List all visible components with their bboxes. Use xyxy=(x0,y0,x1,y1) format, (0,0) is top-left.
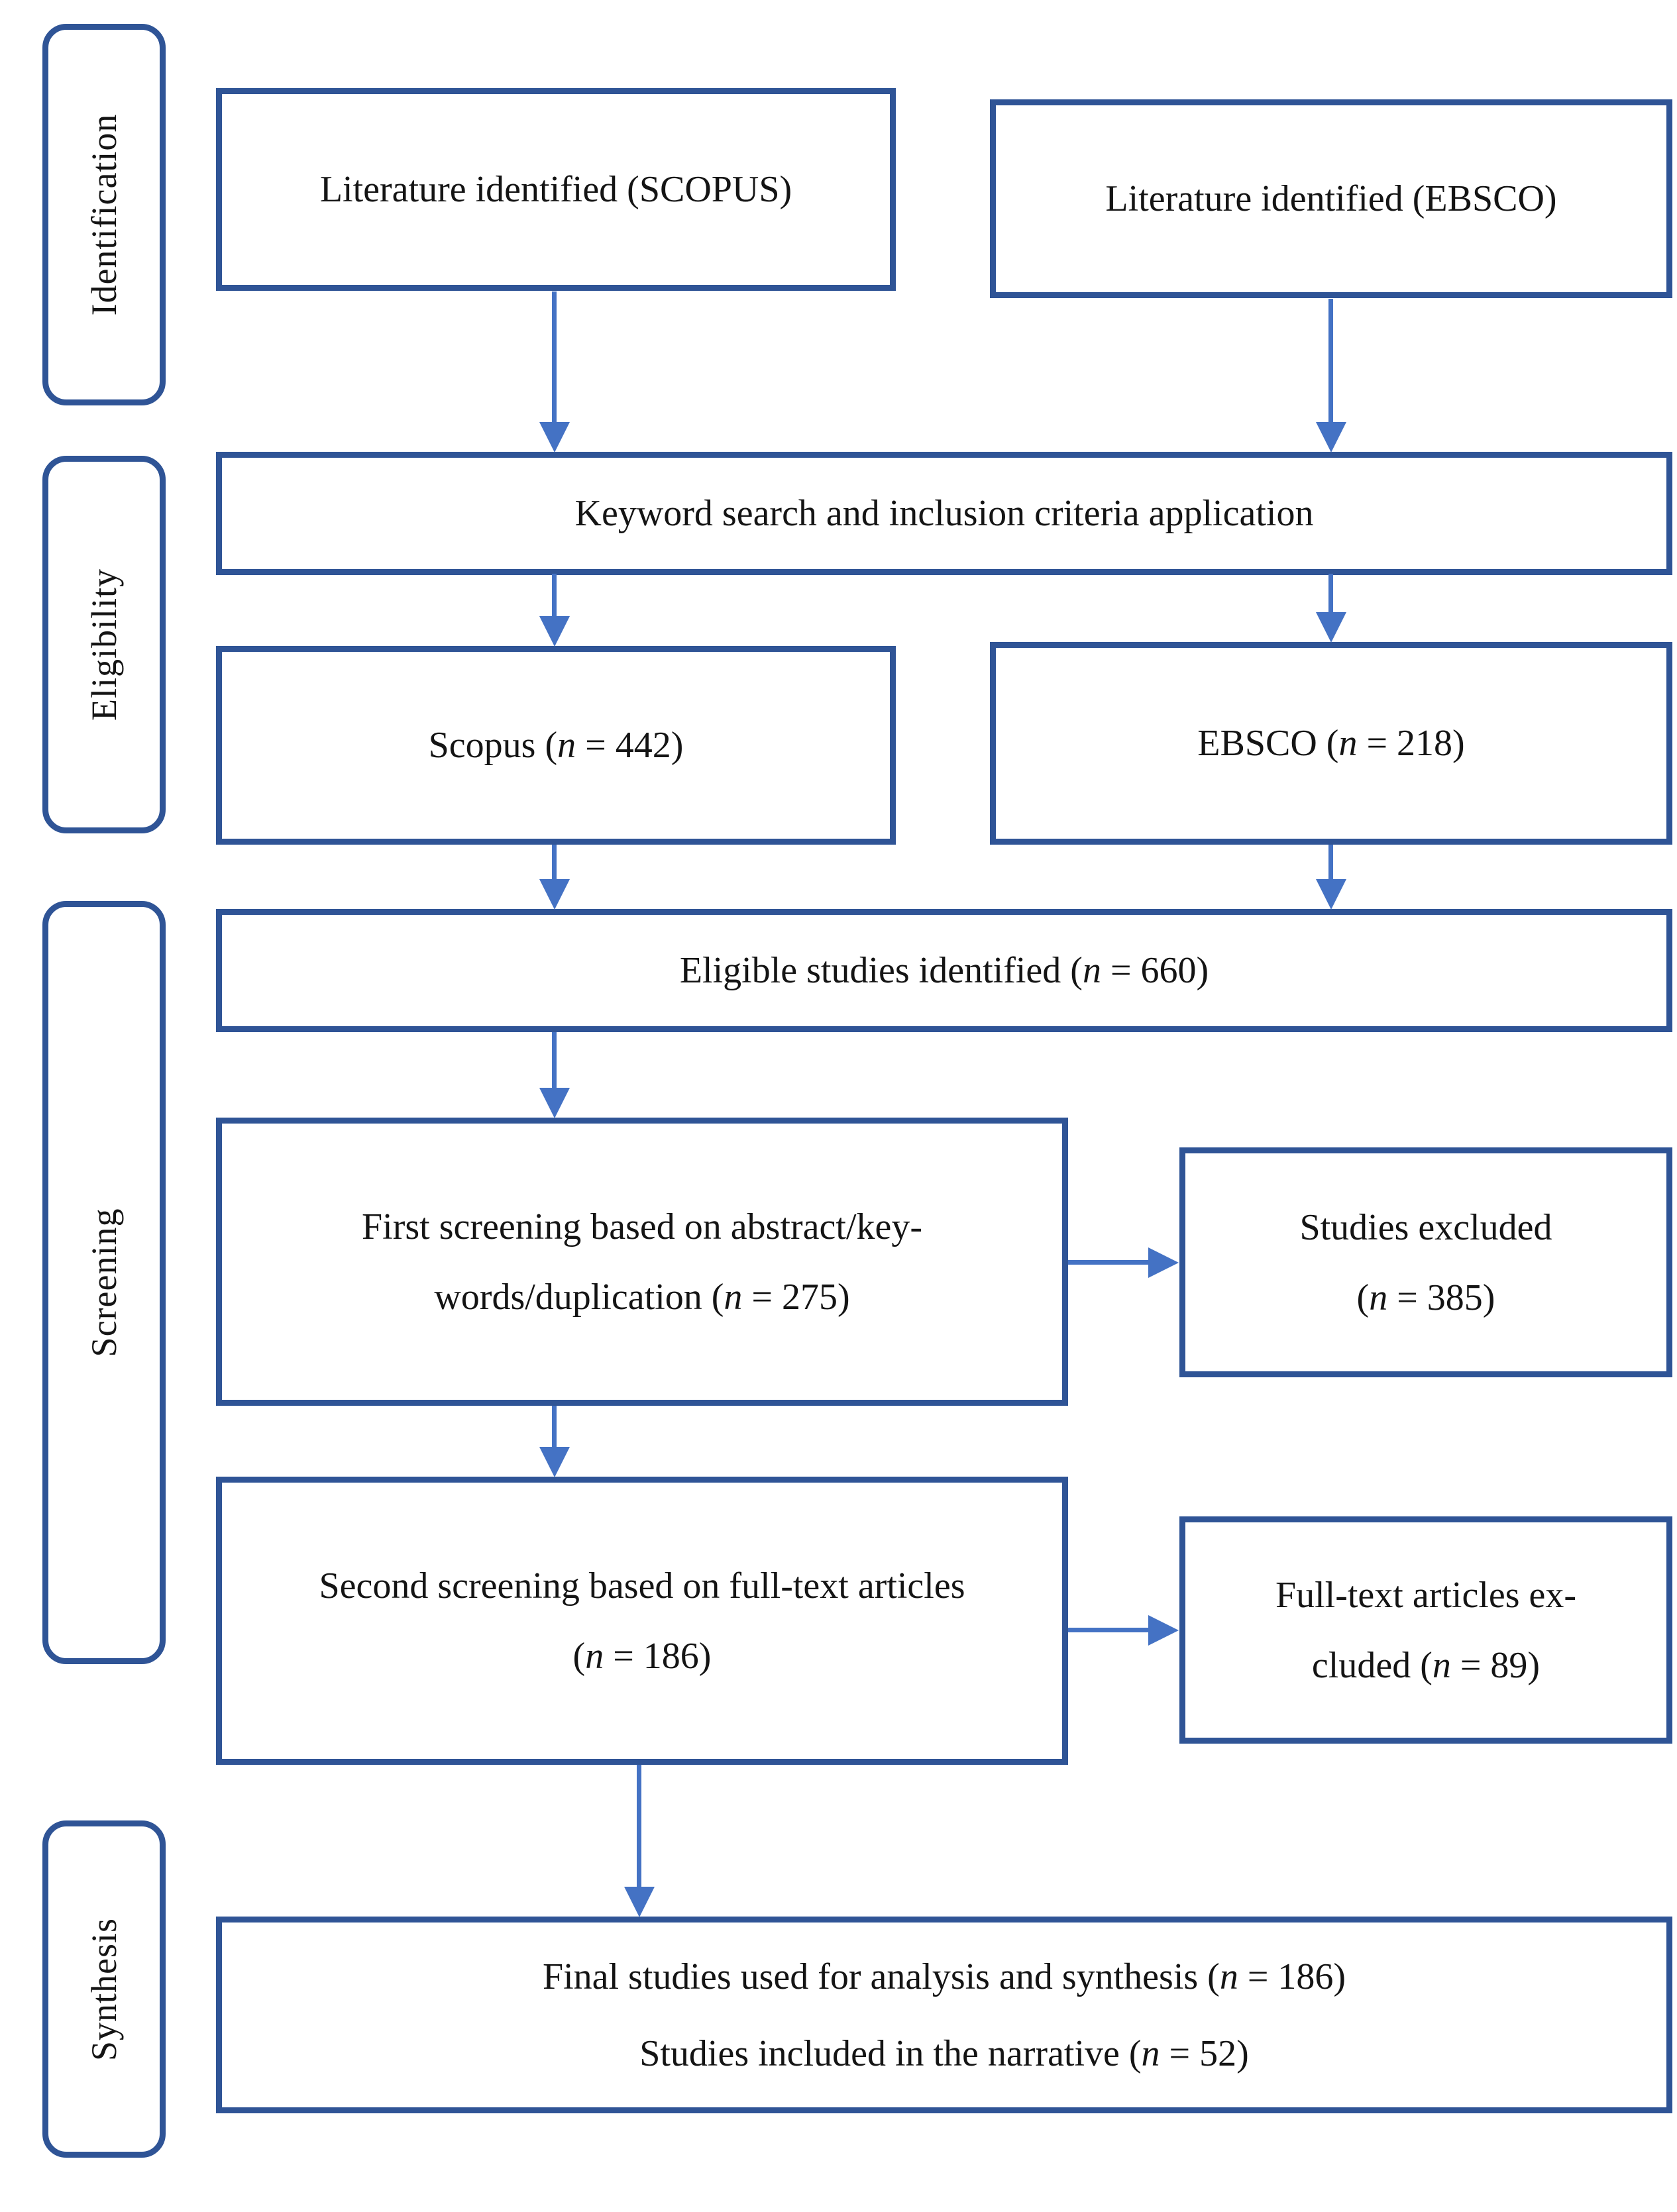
box-final-synthesis-line2: Studies included in the narrative (n = 5… xyxy=(639,2032,1249,2074)
box-final-synthesis: Final studies used for analysis and synt… xyxy=(216,1917,1672,2113)
stage-eligibility-label: Eligibility xyxy=(84,568,124,721)
box-fulltext-excluded: Full-text articles ex- cluded (n = 89) xyxy=(1179,1516,1672,1744)
box-ebsco-count: EBSCO (n = 218) xyxy=(990,642,1672,845)
arrow-first-to-second-screening xyxy=(539,1406,570,1477)
arrow-eligible-to-first-screening xyxy=(539,1032,570,1118)
arrowhead-down-icon xyxy=(539,879,570,910)
arrow-second-screening-to-final xyxy=(623,1765,655,1917)
box-literature-ebsco-text: Literature identified (EBSCO) xyxy=(1105,178,1557,219)
box-final-synthesis-line1: Final studies used for analysis and synt… xyxy=(542,1956,1346,1997)
box-literature-scopus: Literature identified (SCOPUS) xyxy=(216,88,896,291)
arrowhead-down-icon xyxy=(1315,422,1346,452)
box-keyword-search-text: Keyword search and inclusion criteria ap… xyxy=(574,493,1314,534)
arrowhead-right-icon xyxy=(1148,1247,1179,1278)
stage-screening-label: Screening xyxy=(84,1208,124,1357)
box-eligible-studies: Eligible studies identified (n = 660) xyxy=(216,909,1672,1032)
arrowhead-down-icon xyxy=(539,422,570,452)
stage-synthesis-label: Synthesis xyxy=(84,1917,124,2061)
box-studies-excluded-line2: (n = 385) xyxy=(1356,1277,1495,1318)
box-studies-excluded-line1: Studies excluded xyxy=(1299,1206,1552,1248)
arrowhead-down-icon xyxy=(1315,612,1346,643)
arrow-scopus-to-keyword xyxy=(539,291,570,452)
arrow-keyword-to-ebsco-count xyxy=(1315,574,1346,643)
arrowhead-down-icon xyxy=(1315,879,1346,910)
box-second-screening-line2: (n = 186) xyxy=(572,1635,712,1677)
arrow-first-screening-to-excluded xyxy=(1068,1247,1179,1278)
arrowhead-down-icon xyxy=(539,1088,570,1118)
arrowhead-right-icon xyxy=(1148,1614,1179,1646)
arrow-ebsco-to-keyword xyxy=(1315,299,1346,452)
arrowhead-down-icon xyxy=(623,1887,655,1917)
box-scopus-count: Scopus (n = 442) xyxy=(216,646,896,845)
box-ebsco-count-text: EBSCO (n = 218) xyxy=(1197,723,1465,764)
box-second-screening-line1: Second screening based on full-text arti… xyxy=(319,1565,965,1606)
stage-screening: Screening xyxy=(42,901,166,1664)
stage-synthesis: Synthesis xyxy=(42,1820,166,2158)
stage-identification-label: Identification xyxy=(84,113,124,316)
arrowhead-down-icon xyxy=(539,616,570,647)
stage-identification: Identification xyxy=(42,24,166,405)
box-fulltext-excluded-line2: cluded (n = 89) xyxy=(1311,1644,1541,1686)
box-studies-excluded: Studies excluded (n = 385) xyxy=(1179,1147,1672,1377)
arrow-scopus-count-to-eligible xyxy=(539,845,570,910)
box-first-screening-line1: First screening based on abstract/key- xyxy=(362,1206,922,1247)
arrow-ebsco-count-to-eligible xyxy=(1315,845,1346,910)
box-literature-scopus-text: Literature identified (SCOPUS) xyxy=(319,169,792,210)
box-literature-ebsco: Literature identified (EBSCO) xyxy=(990,99,1672,298)
arrow-second-screening-to-excluded xyxy=(1068,1614,1179,1646)
box-first-screening-line2: words/duplication (n = 275) xyxy=(434,1276,850,1318)
box-first-screening: First screening based on abstract/key- w… xyxy=(216,1118,1068,1406)
box-scopus-count-text: Scopus (n = 442) xyxy=(428,725,684,766)
arrow-keyword-to-scopus-count xyxy=(539,574,570,647)
arrowhead-down-icon xyxy=(539,1447,570,1477)
box-second-screening: Second screening based on full-text arti… xyxy=(216,1477,1068,1765)
box-keyword-search: Keyword search and inclusion criteria ap… xyxy=(216,452,1672,575)
box-fulltext-excluded-line1: Full-text articles ex- xyxy=(1275,1574,1577,1616)
box-eligible-studies-text: Eligible studies identified (n = 660) xyxy=(679,950,1209,991)
stage-eligibility: Eligibility xyxy=(42,456,166,833)
